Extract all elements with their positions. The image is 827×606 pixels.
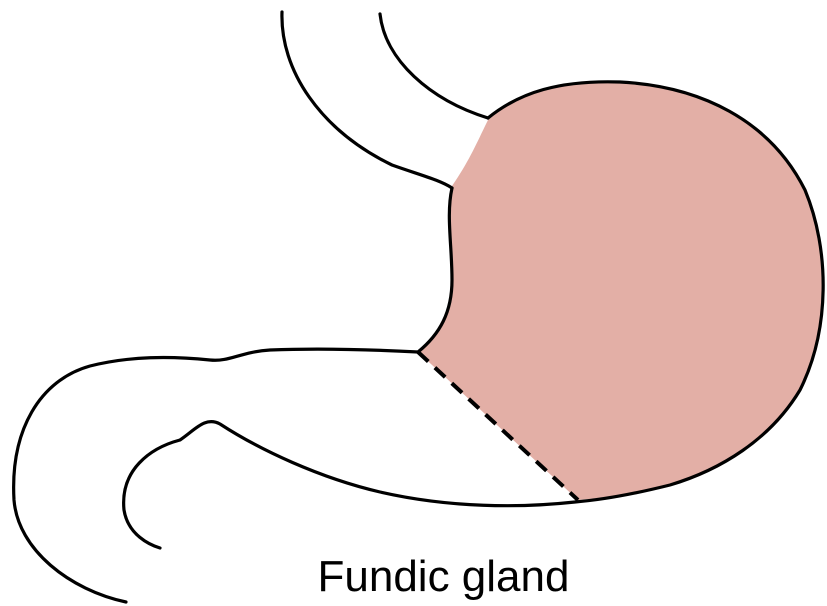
diagram-caption: Fundic gland	[0, 552, 827, 602]
esophagus-left-wall	[282, 12, 452, 188]
fundic-gland-region	[418, 82, 823, 500]
esophagus-right-wall	[380, 14, 488, 118]
lesser-curvature	[14, 188, 452, 602]
